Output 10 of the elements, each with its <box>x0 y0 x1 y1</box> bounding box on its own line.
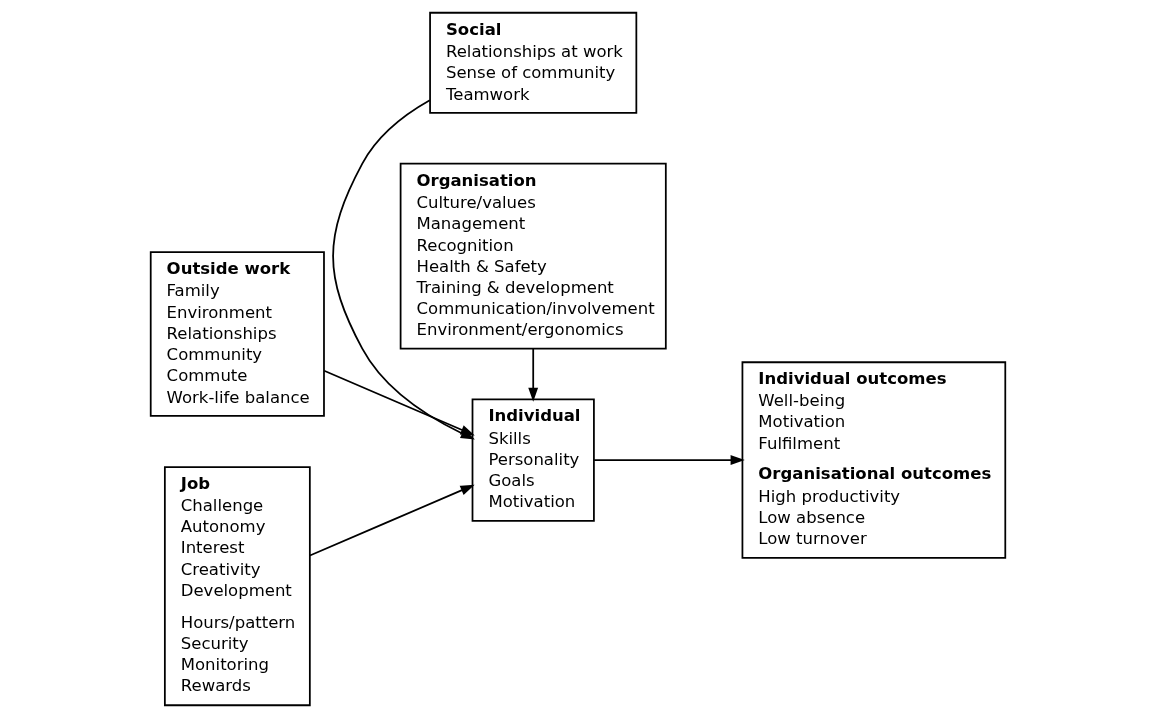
node-box: Social Relationships at work Sense of community Teamwork <box>428 11 637 114</box>
arrow <box>308 484 475 557</box>
arrow <box>592 455 745 466</box>
arrow <box>322 369 475 436</box>
node-box: Individual outcomes Well-being Motivation Fulfilment Organisational outcomes High productivity Low absence Low turnover <box>741 361 1006 559</box>
node-box: Individual Skills Personality Goals Motivation <box>471 398 595 522</box>
arrow <box>527 348 538 402</box>
node-box: Job Challenge Autonomy Interest Creativity Development Hours/pattern Security Monitoring Rewards <box>163 466 311 707</box>
node-box: Organisation Culture/values Management Recognition Health & Safety Training & development Communication/involvement Environment/ergonomics <box>399 162 667 350</box>
node-box: Outside work Family Environment Relationships Community Commute Work-life balance <box>149 251 325 417</box>
